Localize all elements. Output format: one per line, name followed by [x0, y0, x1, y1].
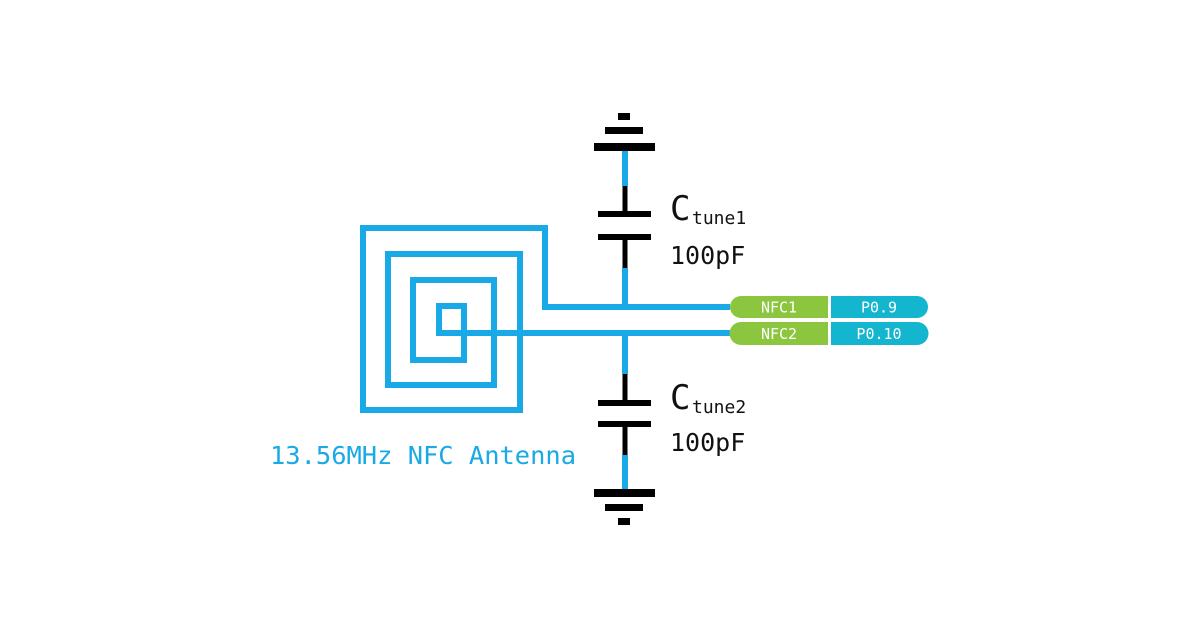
antenna-coil — [360, 225, 730, 413]
antenna-label: 13.56MHz NFC Antenna — [270, 441, 576, 470]
ctune1-subscript: tune1 — [692, 208, 746, 229]
capacitor-ctune2 — [598, 400, 651, 427]
pin-name: NFC1 — [761, 299, 797, 317]
gpio-tag — [831, 296, 928, 318]
ctune2-value: 100pF — [670, 428, 745, 457]
ctune1-value: 100pF — [670, 241, 745, 270]
ground-symbol-bottom — [594, 489, 655, 525]
pin-gpio: P0.10 — [856, 325, 901, 343]
ctune2-subscript: tune2 — [692, 397, 746, 418]
pin-label-nfc2: NFC2 P0.10 — [729, 322, 929, 345]
gpio-tag — [831, 322, 929, 345]
pin-label-nfc1: NFC1 P0.9 — [730, 296, 928, 318]
ctune2-letter: C — [670, 378, 690, 418]
ground-symbol-top — [594, 113, 655, 151]
ctune1-letter: C — [670, 189, 690, 229]
pin-name-tag — [729, 322, 828, 345]
pin-gpio: P0.9 — [861, 299, 897, 317]
pin-name: NFC2 — [761, 325, 797, 343]
capacitor-ctune1 — [598, 211, 651, 240]
ctune1-branch: C tune1 100pF — [594, 113, 746, 307]
ctune2-branch: C tune2 100pF — [594, 333, 746, 525]
pin-name-tag — [730, 296, 828, 318]
